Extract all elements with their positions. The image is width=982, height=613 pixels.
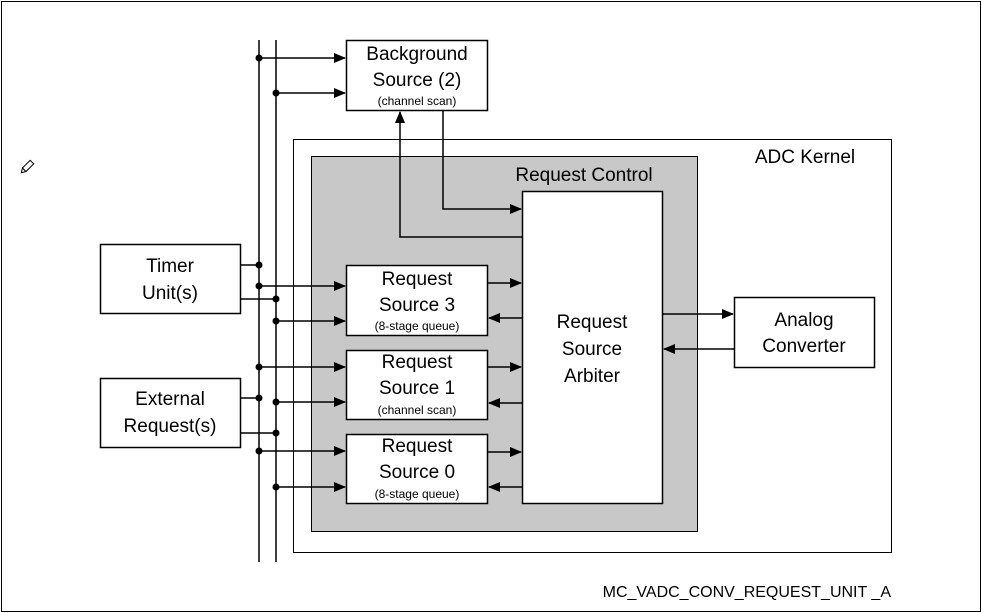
timer-unit-box bbox=[99, 243, 242, 315]
request-source-0-sub: (8-stage queue) bbox=[375, 487, 460, 501]
junction-dot bbox=[255, 261, 263, 269]
arbiter-line1: Request bbox=[557, 312, 628, 333]
junction-dot bbox=[272, 398, 280, 406]
external-request-line1: External bbox=[135, 389, 205, 410]
junction-dot bbox=[255, 54, 263, 62]
analog-converter-box bbox=[733, 296, 876, 369]
external-request-line2: Request(s) bbox=[124, 416, 217, 437]
background-source-sub: (channel scan) bbox=[378, 94, 457, 108]
background-source-line1: Background bbox=[366, 44, 467, 65]
request-source-0-line2: Source 0 bbox=[379, 462, 455, 483]
junction-dot bbox=[255, 394, 263, 402]
arbiter-line3: Arbiter bbox=[564, 366, 621, 387]
adc-kernel-title: ADC Kernel bbox=[755, 147, 855, 168]
request-source-1-box bbox=[345, 349, 489, 421]
request-source-1-line2: Source 1 bbox=[379, 378, 455, 399]
external-request-box bbox=[99, 377, 242, 449]
request-source-3-line2: Source 3 bbox=[379, 295, 455, 316]
background-source-line2: Source (2) bbox=[373, 70, 462, 91]
request-source-3-sub: (8-stage queue) bbox=[375, 319, 460, 333]
analog-converter-line2: Converter bbox=[762, 336, 846, 357]
junction-dot bbox=[255, 282, 263, 290]
junction-dot bbox=[255, 447, 263, 455]
diagram-id-label: MC_VADC_CONV_REQUEST_UNIT _A bbox=[603, 584, 892, 601]
junction-dot bbox=[272, 295, 280, 303]
analog-converter-line1: Analog bbox=[774, 310, 833, 331]
junction-dot bbox=[272, 317, 280, 325]
arbiter-line2: Source bbox=[562, 339, 622, 360]
timer-unit-line2: Unit(s) bbox=[142, 283, 198, 304]
background-source-box bbox=[345, 39, 489, 112]
pencil-icon bbox=[20, 159, 35, 174]
junction-dot bbox=[272, 483, 280, 491]
request-source-0-line1: Request bbox=[382, 436, 453, 457]
timer-unit-line1: Timer bbox=[146, 256, 195, 277]
junction-dot bbox=[272, 429, 280, 437]
junction-dot bbox=[255, 363, 263, 371]
request-source-0-box bbox=[345, 433, 489, 505]
request-control-title: Request Control bbox=[515, 165, 652, 186]
junction-dot bbox=[272, 89, 280, 97]
request-source-1-line1: Request bbox=[382, 352, 453, 373]
request-source-1-sub: (channel scan) bbox=[378, 403, 457, 417]
request-source-3-box bbox=[345, 264, 489, 337]
connector-arbiter-bg bbox=[395, 111, 522, 238]
connector-bg-arbiter bbox=[442, 111, 522, 214]
arbiter-box bbox=[521, 190, 664, 505]
request-source-3-line1: Request bbox=[382, 269, 453, 290]
